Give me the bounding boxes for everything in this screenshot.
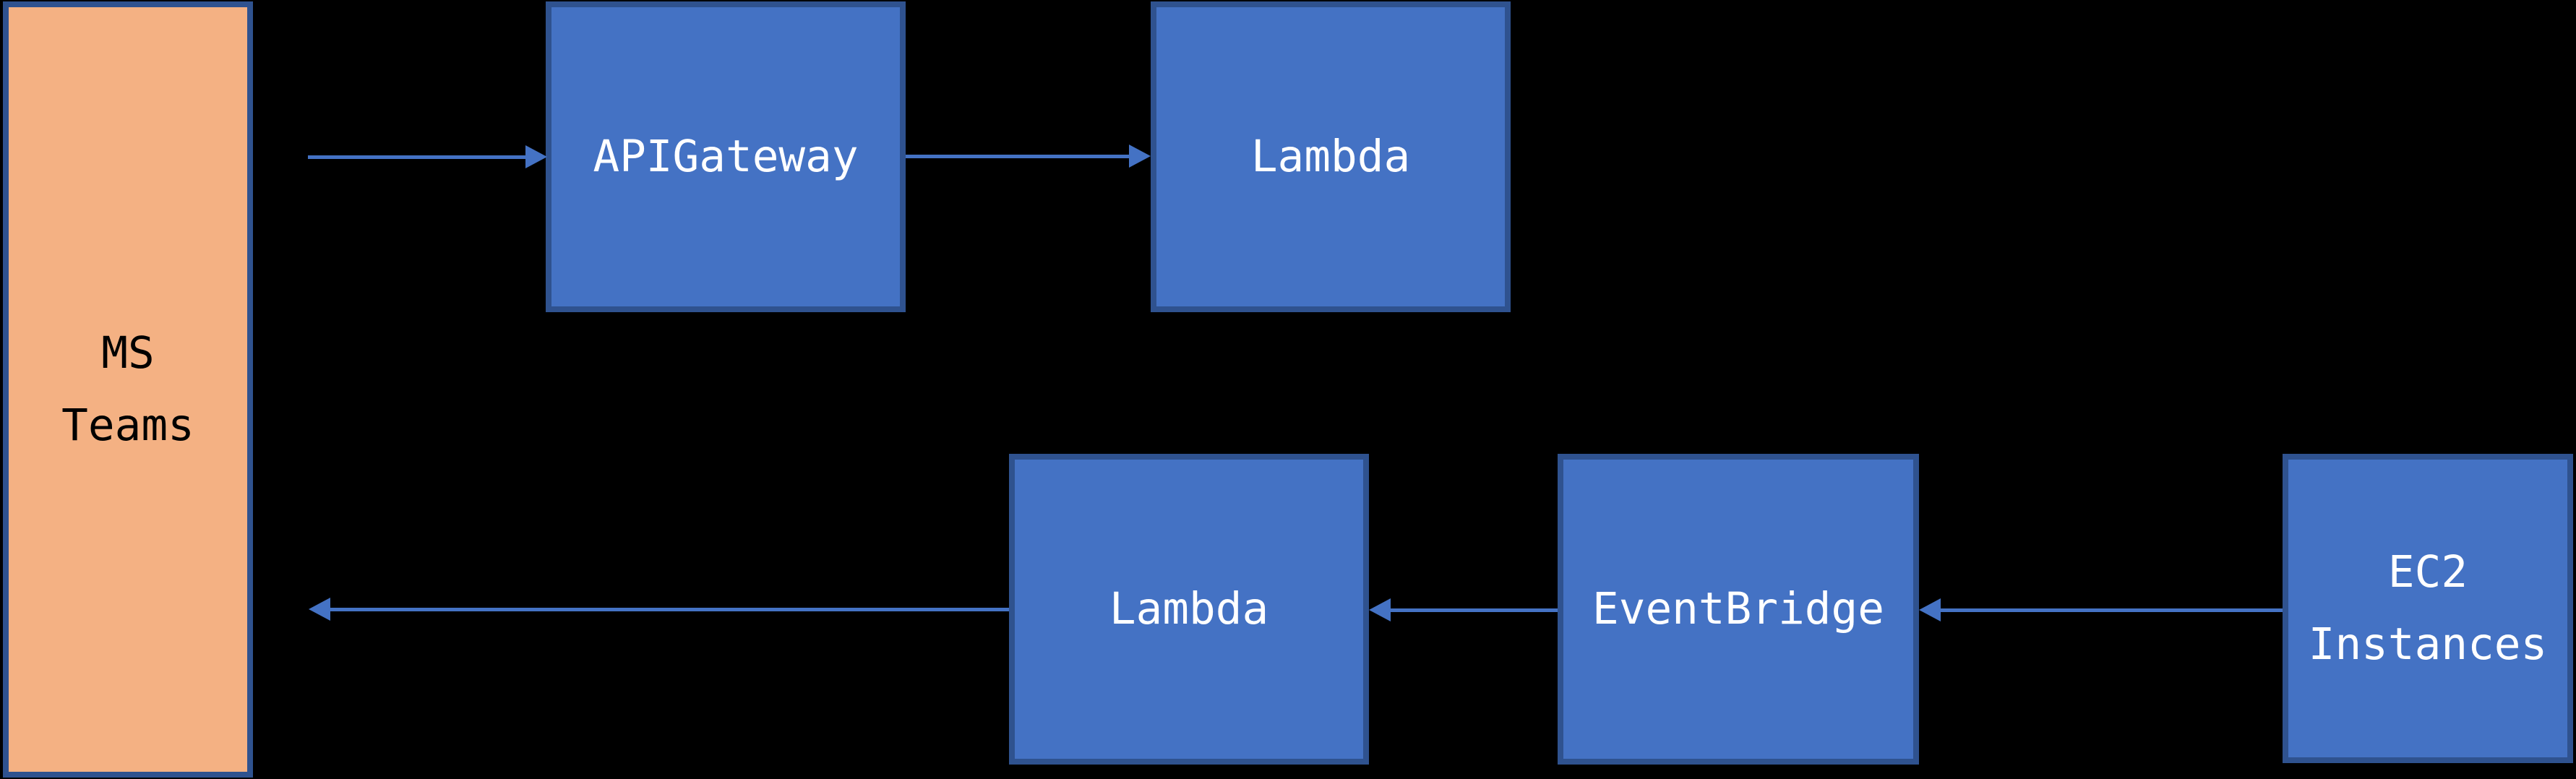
arrow-apigateway-to-lambda — [906, 145, 1151, 168]
arrow-shaft — [1941, 608, 2283, 612]
node-label-line: EC2 — [2387, 546, 2468, 598]
node-label-line: APIGateway — [593, 131, 859, 182]
node-lambda-top: Lambda — [1151, 1, 1511, 312]
node-eventbridge: EventBridge — [1558, 454, 1919, 765]
arrowhead-left-icon — [1919, 598, 1941, 621]
arrowhead-left-icon — [309, 598, 330, 621]
arrow-lambda-to-msteams — [309, 598, 1009, 621]
arrow-shaft — [330, 607, 1009, 611]
node-label-line: Teams — [61, 400, 194, 451]
node-label-line: Lambda — [1109, 583, 1269, 634]
node-label-line: Lambda — [1250, 131, 1411, 182]
arrowhead-right-icon — [1129, 145, 1151, 168]
arrowhead-left-icon — [1369, 598, 1391, 621]
node-label-line: MS — [101, 327, 155, 379]
arrow-shaft — [1391, 608, 1558, 612]
node-label-line: Instances — [2308, 619, 2548, 670]
arrow-shaft — [906, 154, 1129, 158]
node-label-line: EventBridge — [1592, 583, 1884, 634]
node-ms-teams: MS Teams — [3, 1, 253, 778]
arrow-msteams-to-apigateway — [308, 145, 547, 168]
node-lambda-bottom: Lambda — [1009, 454, 1369, 765]
arrowhead-right-icon — [525, 145, 547, 168]
arrow-ec2-to-eventbridge — [1919, 598, 2283, 621]
arrow-eventbridge-to-lambda — [1369, 598, 1558, 621]
arrow-shaft — [308, 155, 525, 159]
node-ec2-instances: EC2 Instances — [2283, 454, 2573, 763]
node-api-gateway: APIGateway — [546, 1, 906, 312]
